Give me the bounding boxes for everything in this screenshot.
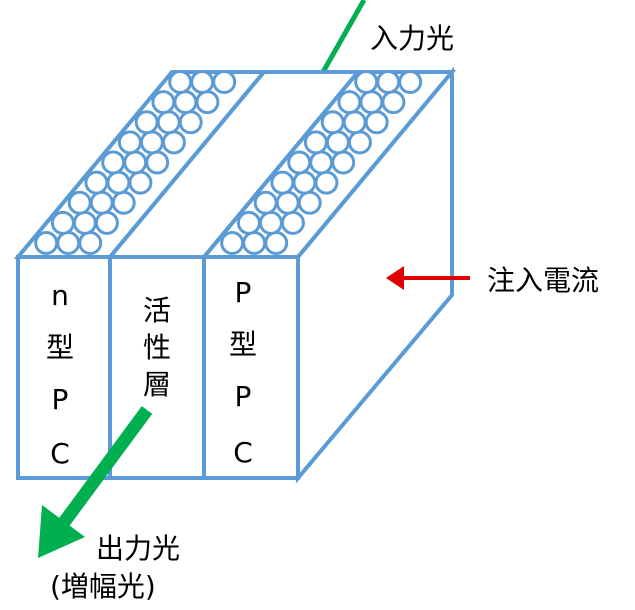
output-light-arrowhead [38,505,85,558]
n-type-crystal-circle [139,130,164,155]
p-type-label-1: P [235,276,252,309]
n-type-label-3: P [52,383,69,416]
p-type-crystal-circle [258,210,283,235]
output-light-label: 出力光 [96,532,180,565]
n-type-crystal-circle [111,190,136,215]
active-layer-label-3: 層 [143,368,171,401]
p-type-crystal-circle [242,231,267,255]
p-type-crystal-circle [364,110,389,135]
p-type-crystal-circle [331,150,356,175]
p-type-crystal-circle [303,130,328,155]
n-type-crystal-circle [156,110,181,135]
p-type-crystal-circle [264,231,289,255]
n-type-label-4: C [50,437,70,470]
n-type-crystal-circle [128,170,153,195]
n-type-label-1: n [51,279,69,312]
p-type-crystal-circle [342,110,367,135]
active-layer-label-1: 活 [143,294,171,327]
n-type-crystal-circle [106,170,131,195]
p-type-crystal-circles [220,70,423,255]
p-type-crystal-circle [309,150,334,175]
p-type-label-4: C [233,436,253,469]
p-type-crystal-circle [381,90,406,115]
n-type-crystal-circle [78,231,103,255]
n-type-crystal-circle [117,130,142,155]
output-light-arrow-shaft [56,406,153,529]
injection-current-arrowhead [386,266,404,290]
p-type-crystal-circle [292,170,317,195]
p-type-front-face [202,255,300,480]
n-type-crystal-circle [178,110,203,135]
p-type-crystal-circle [325,130,350,155]
n-type-label-2: 型 [46,331,74,364]
p-type-crystal-circle [287,150,312,175]
p-type-crystal-circle [359,90,384,115]
n-type-crystal-circle [84,170,109,195]
n-type-crystal-circle [34,231,59,255]
n-type-crystal-circle [56,231,81,255]
n-type-crystal-circle [151,90,176,115]
p-type-crystal-circle [314,170,339,195]
amplified-light-label: (増幅光) [50,570,156,603]
active-layer-label-2: 性 [143,331,171,364]
n-type-crystal-circle [173,90,198,115]
p-type-crystal-circle [347,130,372,155]
p-type-label-2: 型 [229,328,257,361]
p-type-crystal-circle [275,190,300,215]
n-type-crystal-circle [50,210,75,235]
p-type-crystal-circle [337,90,362,115]
input-light-label: 入力光 [370,22,454,55]
n-type-crystal-circle [168,70,193,94]
p-type-crystal-circle [297,190,322,215]
p-type-crystal-circle [398,70,423,94]
p-type-crystal-circle [220,231,245,255]
n-type-crystal-circle [190,70,215,94]
p-type-label-3: P [235,380,252,413]
p-type-crystal-circle [354,70,379,94]
n-type-crystal-circle [145,150,170,175]
p-type-crystal-circle [253,190,278,215]
n-type-front-face [16,255,112,480]
injection-current-label: 注入電流 [487,264,599,297]
p-type-crystal-circle [280,210,305,235]
n-type-crystal-circle [134,110,159,135]
n-type-crystal-circle [89,190,114,215]
n-type-crystal-circle [161,130,186,155]
n-type-crystal-circle [72,210,97,235]
n-type-crystal-circle [123,150,148,175]
n-type-crystal-circle [94,210,119,235]
n-type-crystal-circle [67,190,92,215]
p-type-crystal-circle [236,210,261,235]
n-type-crystal-circle [195,90,220,115]
p-type-crystal-circle [376,70,401,94]
n-type-crystal-circle [212,70,237,94]
n-type-crystal-circle [101,150,126,175]
p-type-crystal-circle [270,170,295,195]
input-light-beam [320,0,367,74]
n-type-crystal-circles [34,70,237,255]
p-type-crystal-circle [320,110,345,135]
